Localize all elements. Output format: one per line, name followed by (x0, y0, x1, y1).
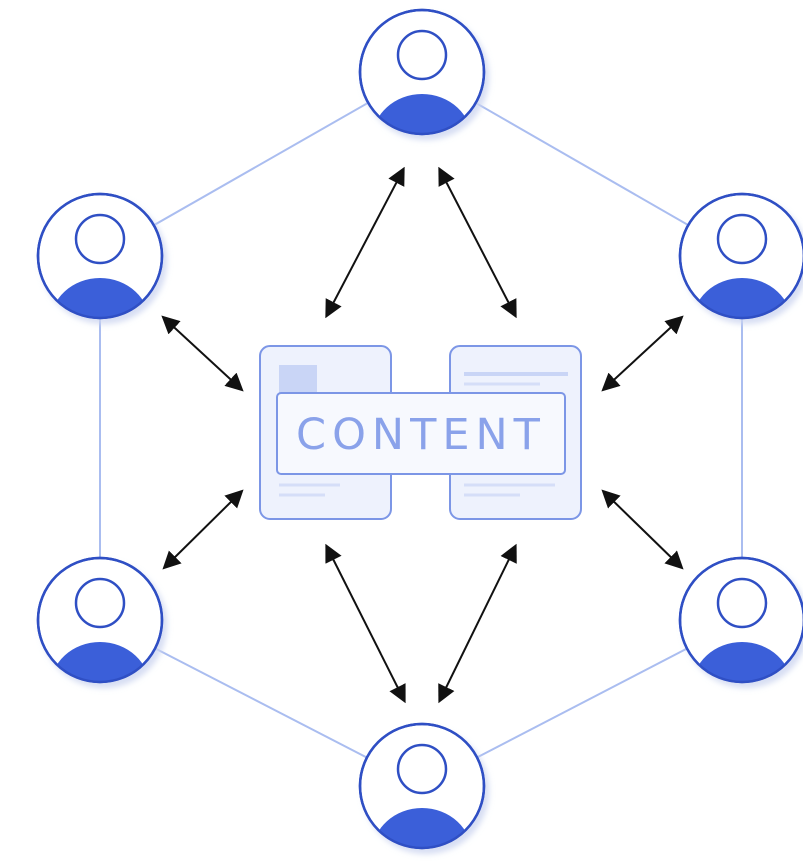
user-avatar-icon (372, 29, 472, 134)
arrow-upper-left (161, 315, 244, 392)
user-avatar-icon (692, 213, 792, 318)
arrow-bottom-left (325, 543, 406, 704)
arrow-top-right (438, 166, 517, 319)
user-avatar-icon (50, 213, 150, 318)
content-label-box (276, 392, 566, 475)
content-panel: CONTENT (259, 345, 582, 520)
arrow-lower-right (601, 489, 684, 570)
arrow-bottom-right (438, 543, 517, 704)
user-node-bottom (358, 722, 486, 850)
arrow-top-left (325, 166, 405, 319)
content-label: CONTENT (296, 410, 546, 460)
user-avatar-icon (692, 577, 792, 682)
user-node-upper-left (36, 192, 164, 320)
user-node-upper-right (678, 192, 803, 320)
user-avatar-icon (50, 577, 150, 682)
user-node-top (358, 8, 486, 136)
user-node-lower-right (678, 556, 803, 684)
arrow-upper-right (601, 315, 684, 392)
user-node-lower-left (36, 556, 164, 684)
arrow-lower-left (162, 489, 244, 570)
user-avatar-icon (372, 743, 472, 848)
content-arrows (161, 166, 684, 704)
content-page-left-image (279, 365, 317, 393)
